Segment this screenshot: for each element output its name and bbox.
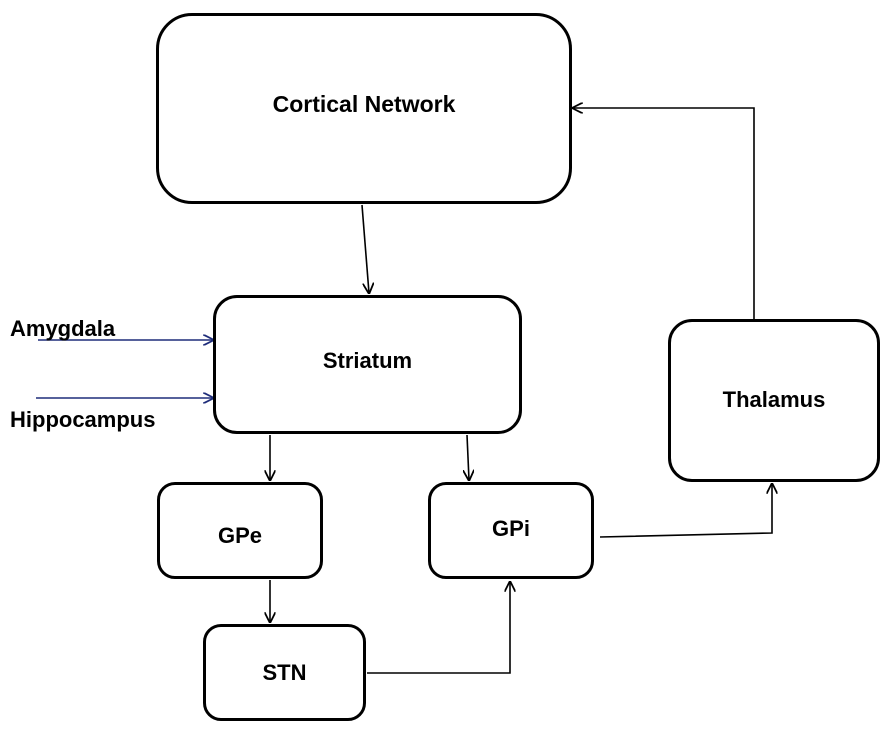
gpe-node: GPe [157, 482, 323, 579]
gpi-label: GPi [492, 516, 530, 541]
hippocampus-label: Hippocampus [10, 407, 156, 432]
cortical-network-node: Cortical Network [156, 13, 572, 204]
gpe-label: GPe [217, 522, 263, 548]
stn-label: STN [262, 660, 307, 685]
striatum-label: Striatum [322, 347, 413, 373]
gpi-node: GPi [428, 482, 594, 579]
cortical-network-label: Cortical Network [272, 90, 456, 117]
thalamus-label: Thalamus [722, 386, 826, 412]
arrow-stn-to-gpi [367, 582, 510, 674]
arrow-gpi-to-thalamus [599, 484, 772, 538]
striatum-node: Striatum [213, 295, 522, 434]
stn-node: STN [203, 624, 366, 721]
thalamus-node: Thalamus [668, 319, 880, 482]
amygdala-label: Amygdala [10, 316, 116, 341]
arrow-cortical-to-striatum [361, 204, 369, 293]
arrow-thalamus-to-cortical [573, 108, 755, 319]
arrow-striatum-to-gpi [467, 434, 469, 480]
